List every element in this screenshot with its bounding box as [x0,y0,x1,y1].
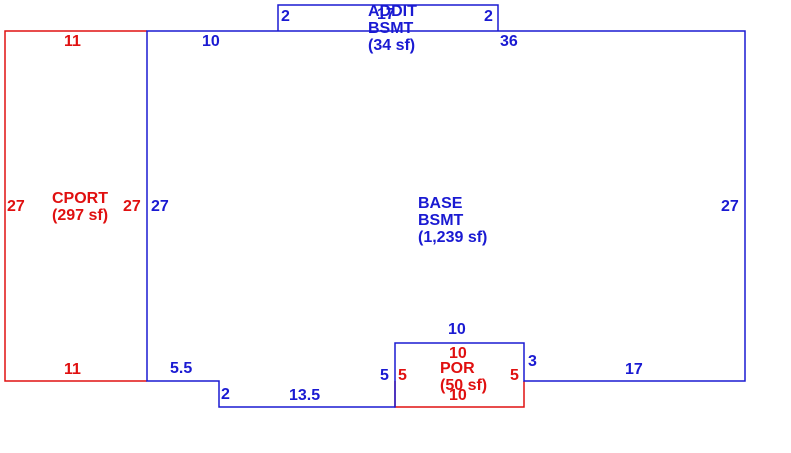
cport-top-dim: 11 [64,33,81,50]
addit-sub: BSMT [368,20,414,37]
addit-outline [277,4,499,31]
por-bottom-dim: 10 [449,387,467,404]
por-name: POR [440,360,475,377]
base-right-dim: 27 [721,198,739,215]
base-notch-right-dim: 3 [528,353,537,370]
base-area: (1,239 sf) [418,229,488,246]
por-right-dim: 5 [510,367,519,384]
base-step-dim: 2 [221,386,230,403]
base-sub: BSMT [418,212,464,229]
addit-right-dim: 2 [484,8,493,25]
base-top-right-dim: 36 [500,33,518,50]
addit-area: (34 sf) [368,37,416,54]
cport-right-dim: 27 [123,198,141,215]
por-left-dim: 5 [398,367,407,384]
addit-dim: 17 [377,6,395,23]
base-outline [146,30,746,408]
cport-left-dim: 27 [7,198,25,215]
por-area: (50 sf) [440,377,488,394]
base-bottom-right-dim: 17 [625,361,643,378]
cport-name: CPORT [52,190,108,207]
cport-area: (297 sf) [52,207,109,224]
base-bottom-mid-dim: 13.5 [289,387,321,404]
base-bottom-left-dim: 5.5 [170,360,193,377]
base-name: BASE [418,195,463,212]
base-left-dim: 27 [151,198,169,215]
addit-name: ADDIT [368,3,417,20]
base-top-left-dim: 10 [202,33,220,50]
addit-left-dim: 2 [281,8,290,25]
cport-bottom-dim: 11 [64,361,81,378]
por-top-dim: 10 [449,345,467,362]
cport-outline [4,30,147,382]
base-notch-left-dim: 5 [380,367,389,384]
base-notch-top-dim: 10 [448,321,466,338]
